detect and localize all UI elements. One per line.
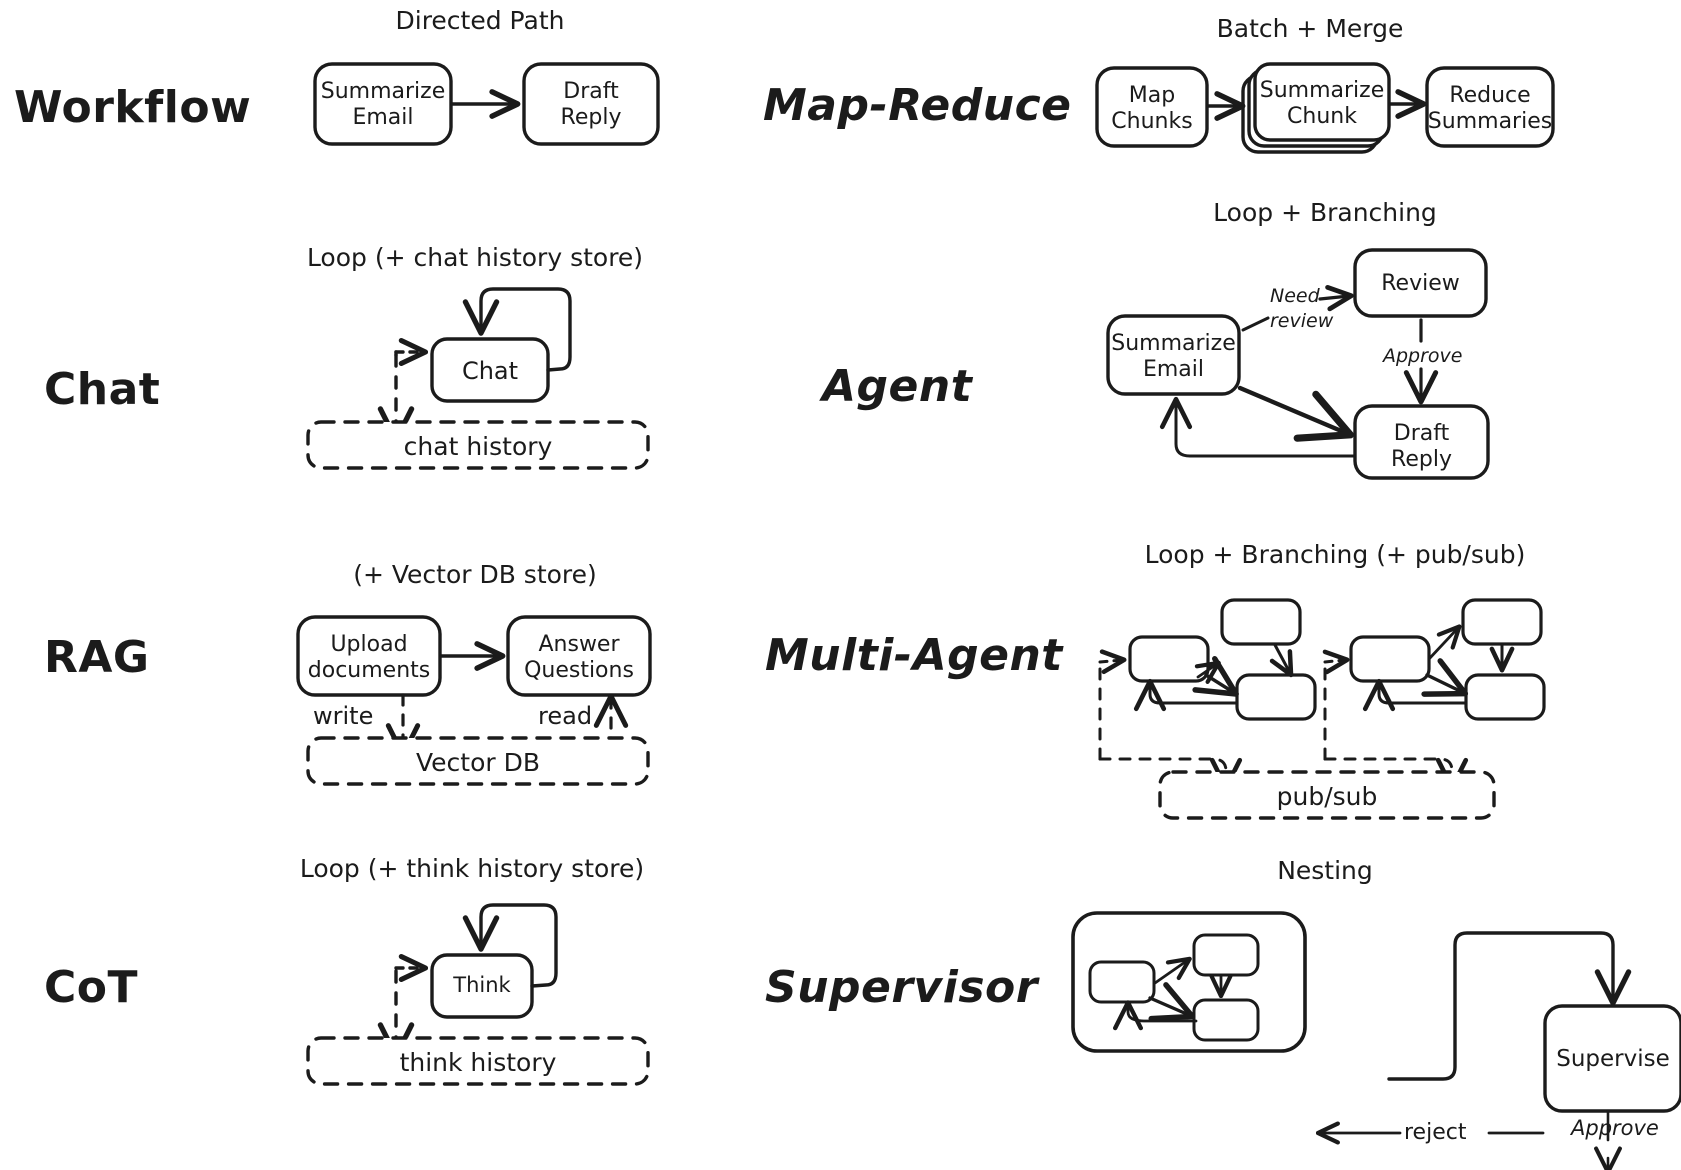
- store-pubsub[interactable]: [1158, 770, 1496, 820]
- row-label-multi-agent: Multi-Agent: [765, 630, 1063, 681]
- node-upload-documents[interactable]: [296, 615, 442, 697]
- supervisor-edge-loopback: [1112, 1000, 1198, 1031]
- multiagent-left-node-top[interactable]: [1220, 598, 1302, 646]
- row-label-cot: CoT: [44, 962, 139, 1013]
- caption-loop-think-store: Loop (+ think history store): [299, 854, 645, 883]
- caption-batch-merge: Batch + Merge: [1216, 14, 1404, 43]
- multiagent-right-edge-loopback: [1362, 678, 1468, 712]
- supervisor-edge-out: [1387, 1024, 1554, 1078]
- supervisor-node-end[interactable]: [1192, 998, 1260, 1042]
- node-draft-reply-workflow[interactable]: [522, 62, 660, 146]
- multiagent-right-edge-dashed-to-store: [1323, 757, 1469, 791]
- multiagent-left-node-start[interactable]: [1128, 635, 1210, 683]
- node-answer-questions[interactable]: [506, 615, 652, 697]
- edge-label-approve-supervisor: Approve: [1571, 1116, 1659, 1140]
- multiagent-left-edge-top-end: [1269, 643, 1294, 678]
- edge-label-read: read: [538, 702, 593, 730]
- caption-loop-branching-pubsub: Loop + Branching (+ pub/sub): [1144, 540, 1526, 569]
- caption-loop-chat-store: Loop (+ chat history store): [306, 243, 644, 272]
- supervisor-edge-start-end: [1148, 982, 1196, 1022]
- supervisor-node-top[interactable]: [1192, 933, 1260, 977]
- store-label-pubsub: pub/sub: [1276, 782, 1378, 811]
- node-map-chunks[interactable]: [1095, 66, 1209, 148]
- caption-nesting: Nesting: [1277, 856, 1373, 885]
- caption-directed-path: Directed Path: [395, 6, 565, 35]
- node-reduce-summaries[interactable]: [1425, 66, 1555, 148]
- multiagent-right-edge-dashed-in-arrow: [1322, 649, 1350, 675]
- supervisor-edge-start-top: [1153, 956, 1192, 985]
- edge-agent-loopback: [1159, 396, 1357, 458]
- edge-label-review: review: [1270, 310, 1334, 332]
- multiagent-right-edge-start-end: [1421, 658, 1469, 697]
- caption-loop-branching: Loop + Branching: [1213, 198, 1437, 227]
- multiagent-left-edge-dashed-to-store: [1098, 757, 1243, 791]
- node-chat[interactable]: [430, 337, 550, 403]
- node-think[interactable]: [430, 953, 534, 1019]
- edge-label-approve-agent: Approve: [1383, 345, 1463, 367]
- store-vector-db[interactable]: [306, 736, 650, 786]
- store-think-history[interactable]: [306, 1036, 650, 1086]
- node-supervise[interactable]: [1543, 1004, 1681, 1113]
- supervisor-edge-to-supervise: [1387, 931, 1632, 1081]
- multiagent-left-edge-loopback: [1133, 678, 1239, 712]
- edge-chat-self-loop: [462, 287, 572, 372]
- edge-agent-need-review-stub: [1241, 316, 1270, 332]
- edge-label-reject: reject: [1404, 1120, 1467, 1145]
- multiagent-left-edge-dashed-in-arrow: [1098, 649, 1127, 675]
- edge-agent-need-review: [1318, 284, 1354, 312]
- multiagent-left-edge-start-end: [1192, 655, 1239, 697]
- row-label-supervisor: Supervisor: [765, 962, 1038, 1013]
- multiagent-left-node-end[interactable]: [1235, 673, 1317, 721]
- multiagent-right-node-start[interactable]: [1349, 635, 1431, 683]
- store-label-vector-db: Vector DB: [415, 748, 540, 777]
- edge-agent-direct: [1237, 385, 1354, 442]
- row-label-map-reduce: Map-Reduce: [763, 80, 1072, 131]
- edge-label-write: write: [313, 702, 374, 730]
- edge-label-need: Need: [1270, 285, 1320, 307]
- node-draft-reply-agent[interactable]: [1353, 404, 1490, 480]
- node-review[interactable]: [1353, 248, 1488, 318]
- node-summarize-email-workflow[interactable]: [313, 62, 453, 146]
- row-label-chat: Chat: [44, 364, 161, 415]
- multiagent-right-node-end[interactable]: [1464, 673, 1546, 721]
- row-label-agent: Agent: [822, 361, 973, 412]
- store-chat-history[interactable]: [306, 420, 650, 470]
- row-label-workflow: Workflow: [14, 82, 252, 133]
- edge-cot-self-loop: [462, 903, 558, 988]
- caption-vector-db-store: (+ Vector DB store): [353, 560, 597, 589]
- node-summarize-email-agent[interactable]: [1106, 314, 1241, 396]
- row-label-rag: RAG: [44, 632, 150, 683]
- node-summarize-chunk-stack[interactable]: [1241, 62, 1391, 154]
- store-label-think-history: think history: [399, 1048, 557, 1077]
- multiagent-right-edge-start-top: [1427, 624, 1462, 661]
- multiagent-right-node-top[interactable]: [1461, 598, 1543, 646]
- store-label-chat-history: chat history: [403, 432, 553, 461]
- supervisor-node-start[interactable]: [1088, 960, 1156, 1004]
